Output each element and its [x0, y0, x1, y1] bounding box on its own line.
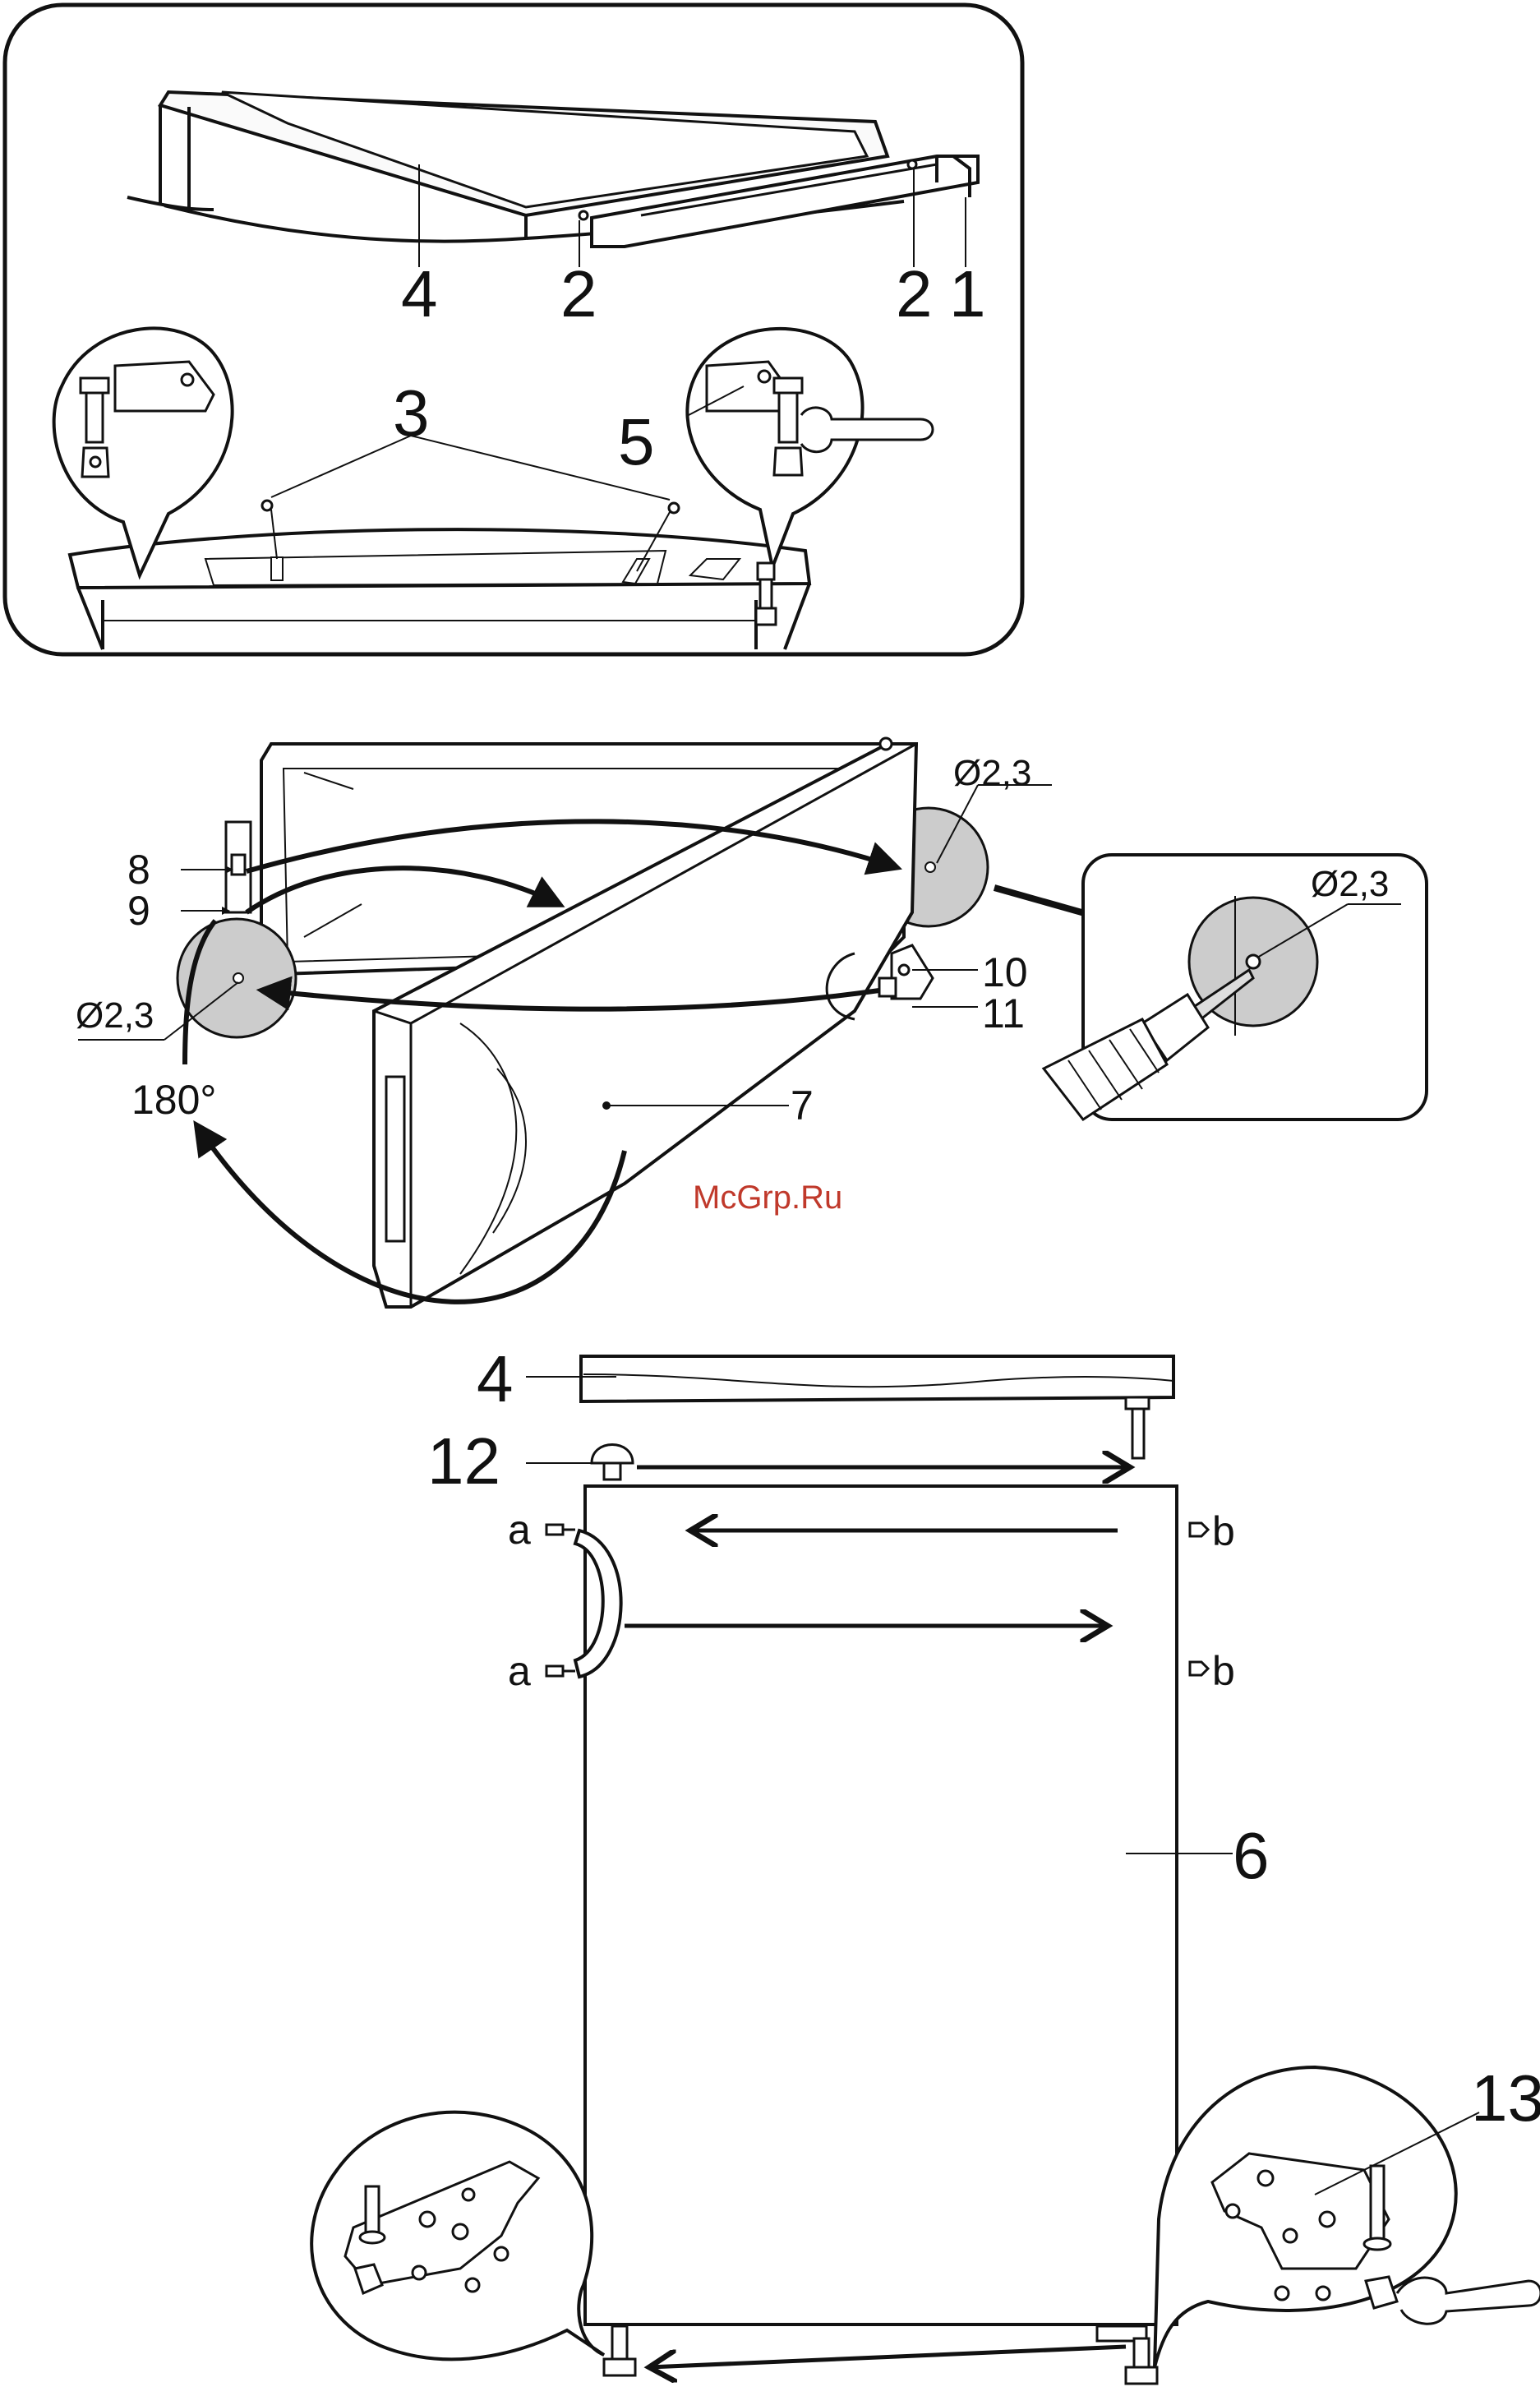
label-hinge-b: 11	[982, 990, 1025, 1036]
label-rear-rail: 1	[949, 257, 986, 330]
cabinet-body	[585, 1486, 1177, 2324]
label-screw-left: 2	[560, 257, 597, 330]
label-top-cover: 4	[401, 257, 438, 330]
bottom-hinge-callout-left	[311, 2112, 604, 2360]
label-hole-diameter-1: Ø2,3	[953, 753, 1031, 793]
label-upper-pin: 8	[127, 847, 150, 893]
label-handle-screw-top: a	[508, 1507, 531, 1553]
label-hole-diameter-2: Ø2,3	[76, 995, 154, 1036]
handle-screws-icon	[546, 1525, 575, 1676]
screw-right-icon	[908, 160, 916, 169]
plugs-icon	[1190, 1523, 1208, 1675]
label-door: 7	[791, 1083, 814, 1129]
label-front-screws: 3	[393, 376, 430, 450]
panel-door-reversal: 8 9 10 11 7 Ø2,3 Ø2,3 180° Ø2,3	[76, 738, 1427, 1307]
cap-icon	[592, 1445, 633, 1480]
label-plug-top: b	[1212, 1508, 1235, 1554]
label-handle-screw-bottom: a	[508, 1648, 531, 1694]
cabinet-feet-icon	[604, 2326, 1157, 2384]
label-hinge-a: 10	[982, 949, 1028, 995]
door-pins-icon	[226, 822, 251, 912]
label-rotation: 180°	[131, 1077, 216, 1123]
label-cap: 12	[427, 1424, 500, 1498]
label-hinge-bracket: 5	[618, 405, 655, 478]
door-handle	[386, 1077, 404, 1241]
label-cabinet: 6	[1233, 1819, 1270, 1892]
panel-top-cover-removal: 4 2 2 1 3	[5, 5, 1022, 654]
label-bottom-hinge: 13	[1471, 2061, 1540, 2135]
panel-handle-and-hinge: 4 12 6 a a b b	[311, 1342, 1540, 2384]
cover-screw-icon	[1126, 1397, 1149, 1458]
top-cover	[581, 1356, 1173, 1401]
label-lower-pin: 9	[127, 888, 150, 934]
label-screw-right: 2	[896, 257, 933, 330]
label-hole-diameter-3: Ø2,3	[1311, 864, 1389, 904]
label-top-cover-3: 4	[477, 1342, 514, 1415]
label-plug-bottom: b	[1212, 1648, 1235, 1694]
watermark: McGrp.Ru	[693, 1180, 842, 1216]
screw-left-icon	[579, 211, 588, 219]
